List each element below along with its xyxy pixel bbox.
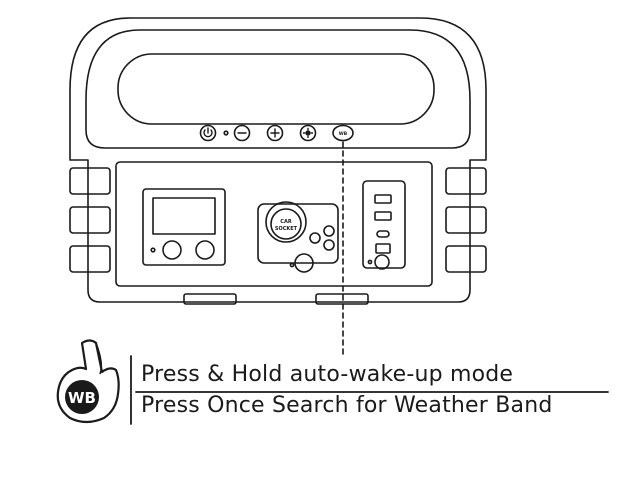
plus-icon — [270, 128, 280, 138]
car-socket-outer — [265, 201, 307, 243]
wb-button[interactable] — [332, 124, 354, 142]
car-socket-inner — [270, 208, 302, 240]
sun-icon — [302, 127, 314, 139]
callout-line-press: Press Once Search for Weather Band — [141, 393, 553, 418]
usb-button[interactable] — [374, 254, 390, 270]
left-foot — [183, 293, 237, 305]
minus-button[interactable] — [233, 124, 251, 142]
right-vent-3 — [445, 245, 487, 273]
plus-button[interactable] — [266, 124, 284, 142]
handle-outline — [85, 29, 471, 149]
car-socket-module — [257, 203, 339, 264]
left-vent-3 — [69, 245, 111, 273]
mode-indicator — [223, 130, 229, 136]
power-button[interactable] — [199, 124, 217, 142]
lcd-right-button[interactable] — [195, 240, 215, 260]
dc-port-3 — [309, 232, 321, 244]
front-panel — [115, 161, 433, 287]
lcd-display-frame — [142, 188, 226, 266]
dc-port-1 — [323, 225, 335, 237]
lcd-screen — [152, 197, 216, 235]
usb-indicator — [367, 259, 373, 265]
dc-port-2 — [323, 239, 335, 251]
device-body-outline — [69, 17, 487, 303]
hand-badge-text: WB — [68, 389, 96, 407]
callout-line-hold: Press & Hold auto-wake-up mode — [141, 362, 514, 387]
usb-c-port — [376, 230, 390, 238]
power-icon — [203, 127, 213, 138]
right-foot — [315, 293, 369, 305]
usb-output-switch[interactable] — [375, 243, 391, 254]
car-socket-label-2: SOCKET — [275, 226, 298, 232]
right-vent-1 — [445, 167, 487, 195]
usb-a-port-1 — [374, 194, 392, 204]
light-button[interactable] — [299, 124, 317, 142]
right-vent-2 — [445, 206, 487, 234]
car-socket-label-1: CAR — [280, 219, 292, 225]
lcd-left-button[interactable] — [162, 240, 182, 260]
car-socket-indicator — [289, 262, 295, 268]
left-vent-2 — [69, 206, 111, 234]
lcd-indicator — [150, 247, 156, 253]
wb-button-label: WB — [339, 131, 348, 137]
left-vent-1 — [69, 167, 111, 195]
usb-a-port-2 — [374, 211, 392, 221]
car-socket-button[interactable] — [294, 253, 314, 273]
handle-grip — [117, 53, 435, 125]
hand-pointer-icon — [56, 339, 120, 424]
